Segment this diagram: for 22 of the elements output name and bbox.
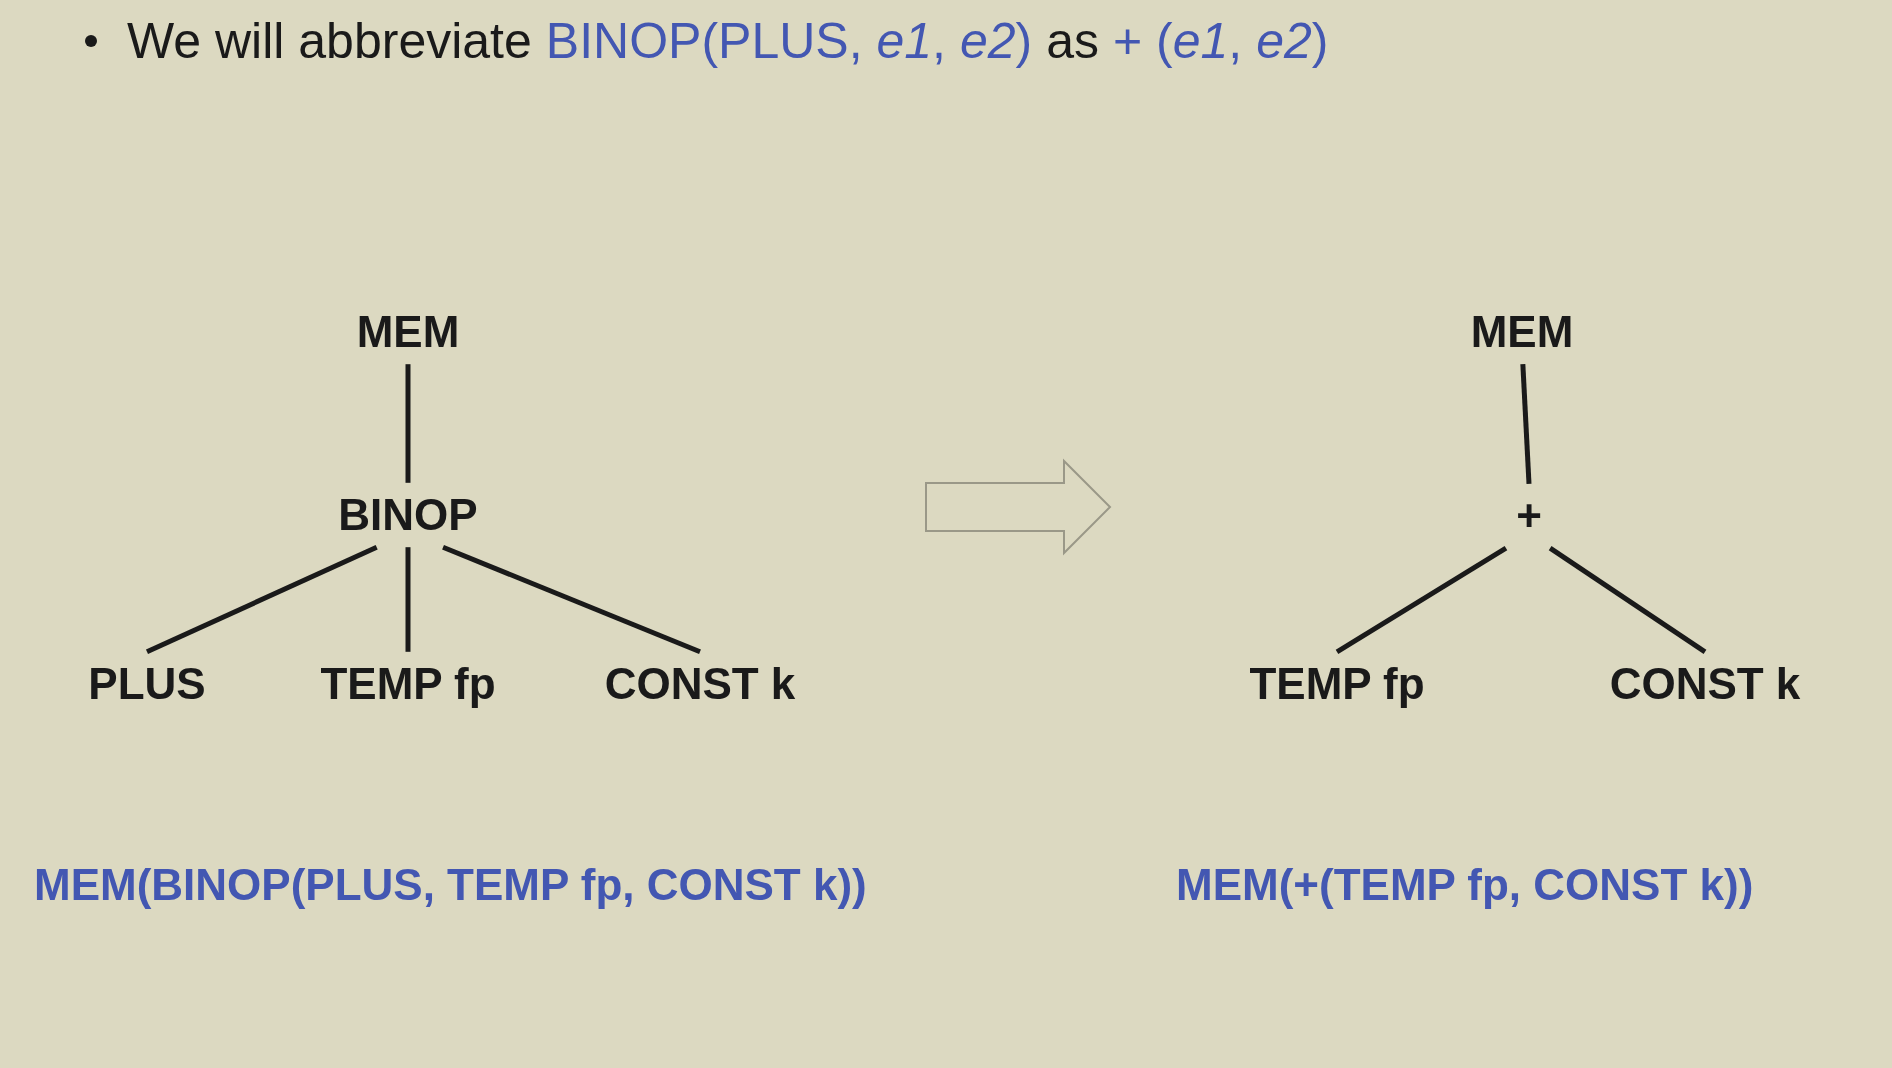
tree-edge <box>405 547 411 652</box>
tree-edge <box>1520 364 1532 484</box>
tree-node-label: CONST k <box>598 651 802 717</box>
formula-text: + (e1, e2) <box>1112 12 1329 70</box>
tree-edge <box>405 364 411 483</box>
tree-edge <box>1548 546 1707 654</box>
tree-node-label: PLUS <box>82 651 212 717</box>
tree-node-label: TEMP fp <box>1243 651 1431 717</box>
formula-text: MEM(BINOP(PLUS, TEMP fp, CONST k)) <box>34 860 867 910</box>
heading-text: as <box>1046 12 1099 70</box>
tree-edge <box>442 544 701 655</box>
tree-node-label: BINOP <box>332 482 484 548</box>
formula-text: BINOP(PLUS, e1, e2) <box>545 12 1033 70</box>
tree-node-label: MEM <box>350 299 466 365</box>
tree-node-label: MEM <box>1464 299 1580 365</box>
tree-edge <box>1335 546 1508 654</box>
tree-edge <box>145 544 378 655</box>
heading-text: We will abbreviate <box>127 12 532 70</box>
tree-node-label: + <box>1510 483 1548 549</box>
tree-node-label: TEMP fp <box>314 651 502 717</box>
formula-text: MEM(+(TEMP fp, CONST k)) <box>1176 860 1754 910</box>
tree-node-label: CONST k <box>1603 651 1807 717</box>
